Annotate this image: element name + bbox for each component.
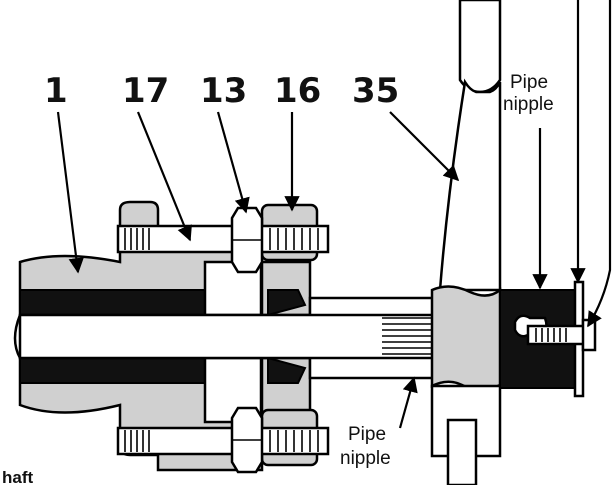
nut-13-bottom xyxy=(230,406,264,474)
label-pipe-nipple-top-line2: nipple xyxy=(503,94,554,115)
nut-13-top xyxy=(230,206,264,274)
leader-lines xyxy=(56,0,612,429)
bolt-17-top xyxy=(116,224,330,254)
label-part-35: 35 xyxy=(352,71,399,111)
label-pipe-nipple-bottom-line1: Pipe xyxy=(348,424,386,445)
label-part-1: 1 xyxy=(44,71,68,111)
label-pipe-nipple-top-line1: Pipe xyxy=(510,72,548,93)
main-shaft xyxy=(13,296,502,380)
label-part-13: 13 xyxy=(200,71,247,111)
handle-35 xyxy=(430,0,502,485)
label-part-16: 16 xyxy=(274,71,321,111)
caption-fragment: haft xyxy=(2,468,34,485)
label-pipe-nipple-bottom-line2: nipple xyxy=(340,448,391,469)
label-part-17: 17 xyxy=(122,71,169,111)
pipe-nipple-right xyxy=(499,280,597,398)
bolt-17-bottom xyxy=(116,426,330,456)
